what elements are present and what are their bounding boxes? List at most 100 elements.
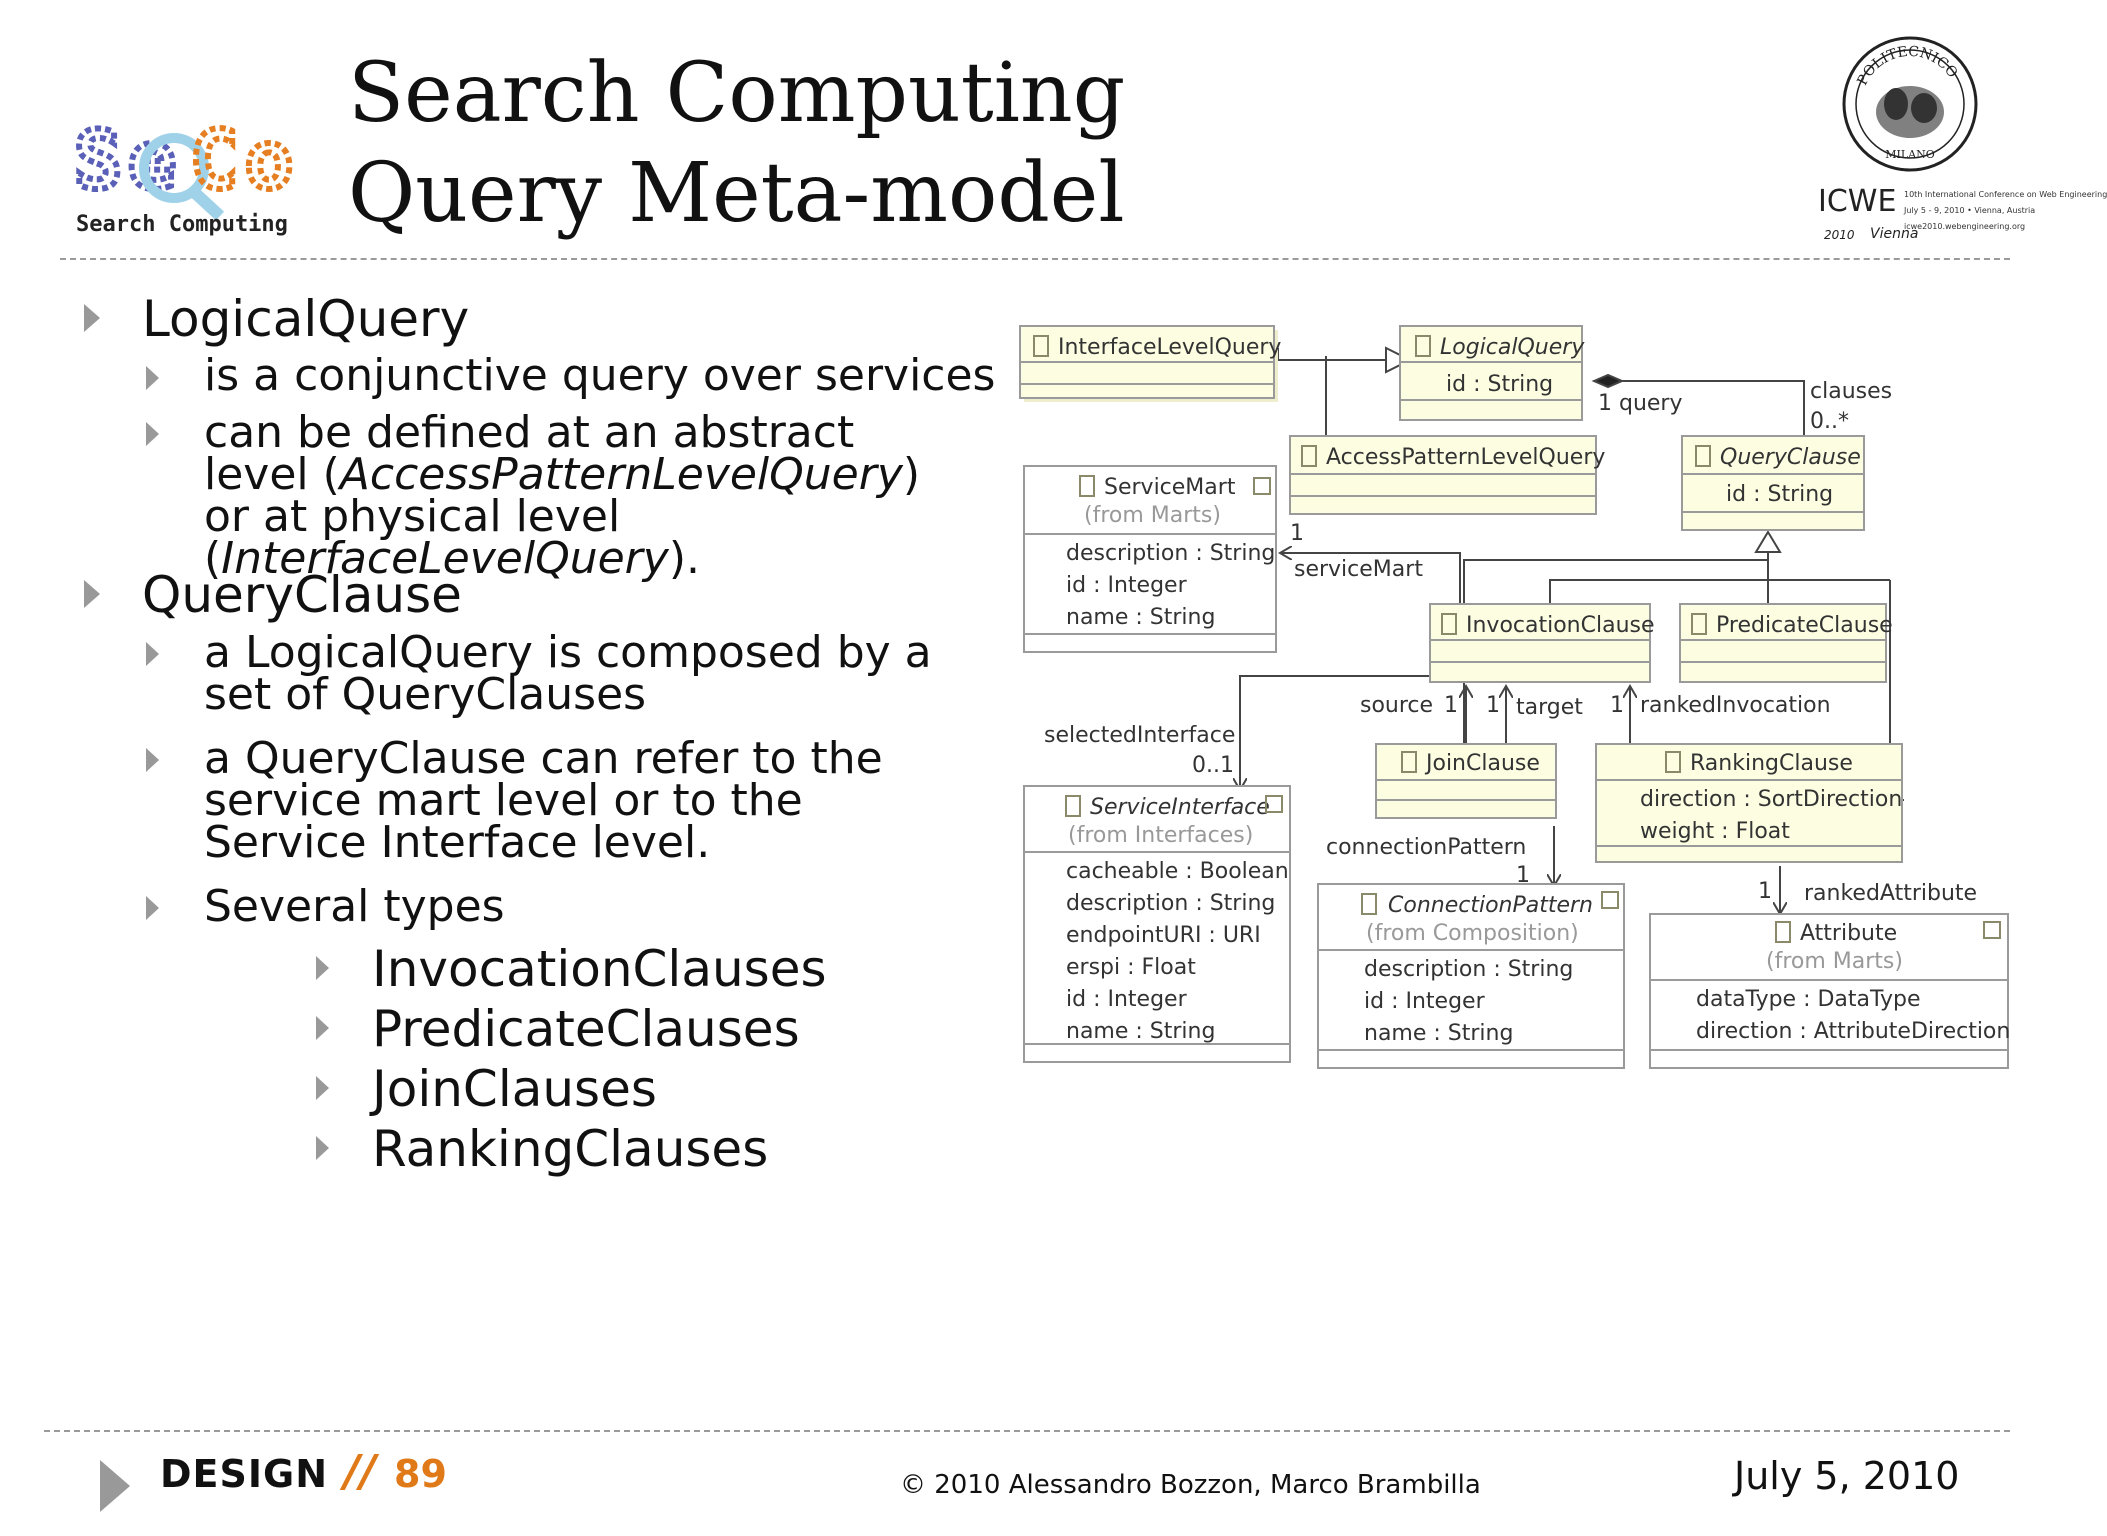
class-icon <box>1401 751 1417 773</box>
class-name-aplq: AccessPatternLevelQuery <box>1326 445 1605 470</box>
class-name-service-mart: ServiceMart <box>1104 475 1236 500</box>
class-icon <box>1301 445 1317 467</box>
attr-rc-0: direction : SortDirection <box>1640 787 1902 812</box>
class-name-join: JoinClause <box>1424 751 1540 776</box>
attr-sm-2: name : String <box>1066 605 1215 630</box>
footer-arrow-icon <box>100 1460 130 1512</box>
footer-copyright: © 2010 Alessandro Bozzon, Marco Brambill… <box>900 1470 1481 1500</box>
bullet-arrow-icon <box>316 956 329 980</box>
attr-cp-1: id : Integer <box>1364 989 1486 1014</box>
label-ranked-attribute: rankedAttribute <box>1804 881 1977 906</box>
seal-bottom-text: MILANO <box>1885 148 1935 161</box>
class-icon <box>1065 795 1081 817</box>
title-line-2: Query Meta-model <box>348 146 1125 241</box>
politecnico-seal-logo: POLITECNICO MILANO <box>1842 36 1978 172</box>
lq-sub2-text-a: can be defined at an abstract level ( <box>204 407 855 500</box>
attr-si-5: name : String <box>1066 1019 1215 1044</box>
label-selected-interface: selectedInterface <box>1044 723 1235 748</box>
seco-letter-o: o <box>245 114 293 207</box>
generalization-arrow-icon <box>1754 530 1782 553</box>
class-icons <box>1033 335 2001 943</box>
lq-sub2-italic-apl: AccessPatternLevelQuery <box>339 449 903 500</box>
label-selected-interface-mult: 0..1 <box>1192 753 1234 778</box>
icwe-line-3: icwe2010.webengineering.org <box>1904 222 2026 231</box>
attr-sm-0: description : String <box>1066 541 1275 566</box>
class-predicate-clause <box>1679 603 1887 683</box>
class-query-clause <box>1681 435 1865 531</box>
link-icon <box>1265 795 1283 813</box>
assoc-service-mart <box>1280 553 1461 608</box>
bullet-qc-sub3: Several types <box>204 881 505 932</box>
bullet-arrow-icon <box>316 1016 329 1040</box>
icwe-city: Vienna <box>1870 226 1919 242</box>
label-target: target <box>1516 695 1583 720</box>
label-query-mult: 1 query <box>1598 391 1683 416</box>
bullet-arrow-icon <box>146 422 159 446</box>
attribute-from: (from Marts) <box>1766 949 1903 974</box>
class-name-connection-pattern: ConnectionPattern <box>1388 893 1593 918</box>
icwe-line-1: 10th International Conference on Web Eng… <box>1904 190 2107 199</box>
lq-sub2-text-c: ) or at physical level ( <box>204 449 921 584</box>
class-attribute <box>1649 913 2009 1069</box>
attr-lq-id: id : String <box>1446 372 1553 397</box>
bullet-arrow-icon <box>146 642 159 666</box>
icwe-line-2: July 5 - 9, 2010 • Vienna, Austria <box>1904 206 2036 215</box>
label-service-mart-role: serviceMart <box>1294 557 1423 582</box>
magnifier-handle <box>189 187 225 221</box>
class-icon <box>1079 475 1095 497</box>
class-name-ranking: RankingClause <box>1690 751 1853 776</box>
attr-cp-2: name : String <box>1364 1021 1513 1046</box>
icwe-logo: ICWE 10th International Conference on We… <box>1818 176 2107 252</box>
generalization-arrow-icon <box>1385 346 1413 374</box>
label-service-mart-mult: 1 <box>1290 521 1304 546</box>
footer-page-number: 89 <box>394 1452 447 1496</box>
bullet-arrow-icon <box>316 1136 329 1160</box>
attr-sm-1: id : Integer <box>1066 573 1188 598</box>
bullet-logical-query: LogicalQuery <box>142 290 470 348</box>
label-clauses-mult: 0..* <box>1810 409 1849 434</box>
label-source: source <box>1360 693 1433 718</box>
class-icon <box>1691 613 1707 635</box>
class-name-predicate: PredicateClause <box>1716 613 1893 638</box>
footer-section: DESIGN <box>160 1452 329 1496</box>
bullet-qc-sub1: a LogicalQuery is composed by a set of Q… <box>204 627 932 720</box>
lq-sub2-text-e: ). <box>668 533 700 584</box>
attr-qc-id: id : String <box>1726 482 1833 507</box>
attr-at-0: dataType : DataType <box>1696 987 1921 1012</box>
type-join-clauses: JoinClauses <box>372 1060 657 1118</box>
label-target-mult: 1 <box>1486 693 1500 718</box>
class-icon <box>1665 751 1681 773</box>
bullet-lq-sub1: is a conjunctive query over services <box>204 350 996 401</box>
attr-rc-1: weight : Float <box>1640 819 1790 844</box>
label-ranked-invocation: rankedInvocation <box>1640 693 1831 718</box>
seco-caption: Search Computing <box>76 212 288 237</box>
seco-letter-s: S <box>74 114 122 207</box>
seco-letter-c: C <box>190 114 238 207</box>
attr-si-2: endpointURI : URI <box>1066 923 1261 948</box>
bullet-lq-sub2: can be defined at an abstract level (Acc… <box>204 411 964 581</box>
bullet-qc-sub2: a QueryClause can refer to the service m… <box>204 733 883 868</box>
icwe-year: 2010 <box>1824 228 1855 242</box>
class-service-interface <box>1023 785 1291 1063</box>
class-ranking-clause <box>1595 743 1903 863</box>
seco-logo-mark: S e C o <box>71 111 296 221</box>
attr-cp-0: description : String <box>1364 957 1573 982</box>
title-line-1: Search Computing <box>348 46 1126 141</box>
footer-divider <box>44 1430 2010 1432</box>
footer-slashes: // <box>344 1446 377 1497</box>
class-name-ilq: InterfaceLevelQuery <box>1058 335 1281 360</box>
type-predicate-clauses: PredicateClauses <box>372 1000 800 1058</box>
class-icon <box>1695 445 1711 467</box>
uml-class-diagram: InterfaceLevelQuery LogicalQuery id : St… <box>1019 325 2010 1069</box>
class-name-service-interface: ServiceInterface <box>1090 795 1270 820</box>
class-name-lq: LogicalQuery <box>1440 335 1585 360</box>
bullet-arrow-icon <box>146 896 159 920</box>
class-name-attribute: Attribute <box>1800 921 1897 946</box>
bullet-arrow-icon <box>316 1076 329 1100</box>
class-name-invocation: InvocationClause <box>1466 613 1655 638</box>
magnifier-icon <box>139 133 209 203</box>
gen-line-ilq <box>1277 348 1327 361</box>
bullet-query-clause: QueryClause <box>142 566 462 624</box>
composition-line <box>1594 380 1805 440</box>
label-clauses: clauses <box>1810 379 1892 404</box>
